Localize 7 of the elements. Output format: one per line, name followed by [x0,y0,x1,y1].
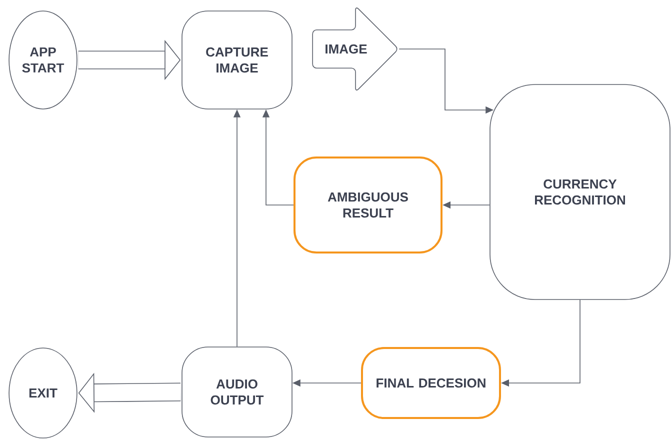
process-box: CURRENCY RECOGNITION [490,84,670,300]
process-box: AUDIO OUTPUT [182,346,292,438]
process-box: FINAL DECESION [361,347,501,419]
process-box: AMBIGUOUS RESULT [294,156,442,254]
process-box: CAPTURE IMAGE [182,10,292,110]
end-oval: EXIT [8,348,78,438]
start-oval: APP START [8,10,78,110]
